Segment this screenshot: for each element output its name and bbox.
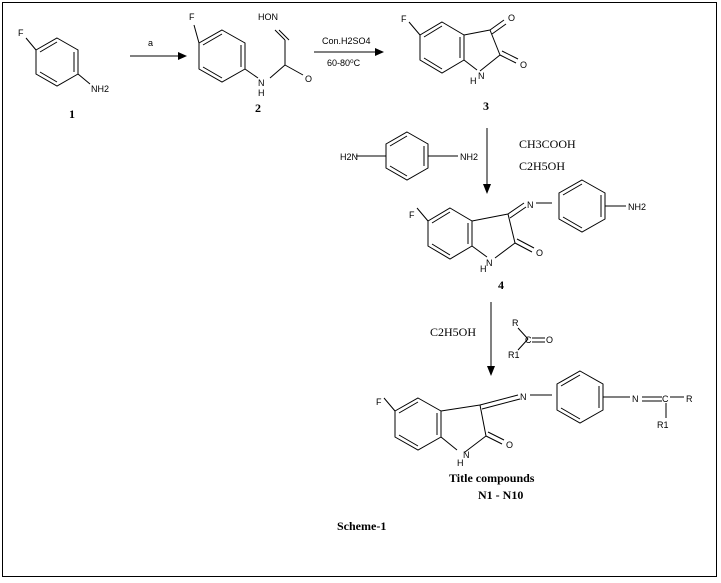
arrow-step-4: C2H5OH R C O R1 — [430, 302, 553, 376]
reagent-ethanol: C2H5OH — [519, 159, 565, 173]
reagent-acetic-acid: CH3COOH — [519, 137, 576, 151]
lactam-n-label: N — [486, 258, 493, 268]
lactam-h-label: H — [480, 264, 487, 274]
lactam-o-label: O — [506, 440, 513, 450]
carbonyl-o-label: O — [546, 335, 553, 345]
compound-4: F N NH2 N H O 4 — [409, 179, 646, 292]
oxime-label: HON — [258, 12, 278, 22]
compound-1: F NH2 1 — [18, 28, 109, 121]
benzene-ring — [35, 37, 79, 87]
ketone-o-label: O — [508, 13, 515, 23]
phenyl-ring — [556, 370, 604, 424]
lactam-n-label: N — [463, 450, 470, 460]
scheme-frame — [2, 2, 717, 577]
carbonyl-c-label: C — [525, 335, 532, 345]
reagent-temperature: 60-80⁰C — [327, 58, 361, 68]
compound-number-2: 2 — [255, 101, 261, 115]
benzene-ring — [198, 29, 246, 83]
imine-n-label: N — [520, 392, 527, 402]
amine-label: NH2 — [91, 84, 109, 94]
amide-h-label: H — [258, 88, 265, 98]
fluoro-label: F — [189, 12, 195, 22]
compound-3: F O O N H 3 — [401, 13, 527, 113]
lactam-h-label: H — [470, 76, 477, 86]
reagent-a: a — [148, 38, 153, 48]
arrow-step-3: H2N NH2 CH3COOH C2H5OH — [340, 128, 576, 194]
lactam-h-label: H — [457, 458, 464, 468]
benzene-ring — [427, 207, 473, 260]
benzene-ring — [394, 397, 442, 451]
reagent-ethanol: C2H5OH — [430, 325, 476, 339]
fluoro-label: F — [18, 28, 24, 38]
imine-n-label: N — [527, 200, 534, 210]
arrow-step-1: a — [130, 38, 187, 60]
title-compounds-label: Title compounds — [449, 471, 535, 485]
scheme-caption: Scheme-1 — [337, 519, 386, 533]
compound-number-1: 1 — [69, 107, 75, 121]
fluoro-label: F — [376, 397, 382, 407]
schiff-r1-label: R1 — [657, 420, 669, 430]
schiff-r-label: R — [686, 394, 693, 404]
reagent-amine-right: NH2 — [460, 152, 478, 162]
benzene-ring — [419, 21, 465, 74]
fluoro-label: F — [409, 210, 415, 220]
lactam-n-label: N — [478, 71, 485, 81]
compound-number-3: 3 — [483, 99, 489, 113]
arrow-step-2: Con.H2SO4 60-80⁰C — [314, 36, 384, 68]
amide-n-label: N — [258, 78, 265, 88]
lactam-o-label: O — [520, 60, 527, 70]
reagent-sulfuric-acid: Con.H2SO4 — [322, 36, 371, 46]
lactam-o-label: O — [536, 248, 543, 258]
carbonyl-o-label: O — [305, 74, 312, 84]
carbonyl-r1-label: R1 — [508, 350, 520, 360]
schiff-c-label: C — [662, 394, 669, 404]
amine-label: NH2 — [628, 202, 646, 212]
title-compound: F N N C R R1 N H O Title compounds N1 - … — [376, 370, 693, 502]
aniline-ring — [558, 179, 606, 233]
carbonyl-r-label: R — [512, 318, 519, 328]
phenylenediamine-ring — [385, 131, 429, 181]
fluoro-label: F — [401, 14, 407, 24]
compound-range-label: N1 - N10 — [478, 488, 523, 502]
reagent-amine-left: H2N — [340, 152, 358, 162]
schiff-n-label: N — [632, 394, 639, 404]
compound-number-4: 4 — [498, 278, 504, 292]
compound-2: F HON N H O 2 — [189, 12, 312, 115]
